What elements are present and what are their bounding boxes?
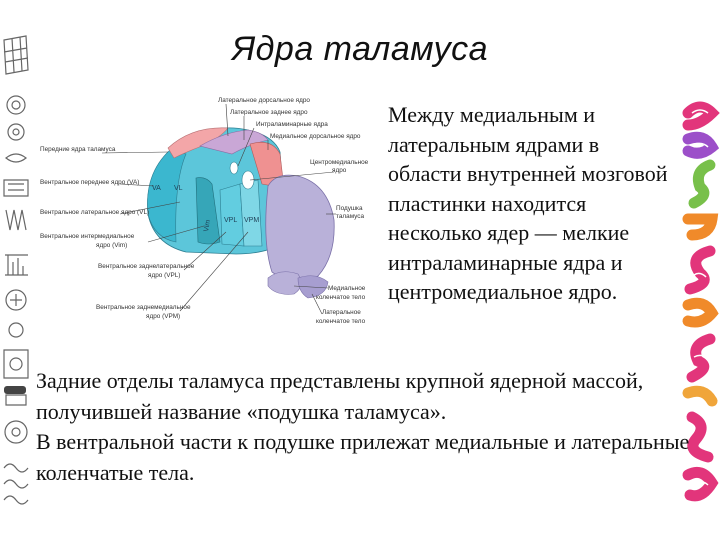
label-ventral-intermediate-line2: ядро (Vim) bbox=[96, 242, 127, 249]
paragraph-intralaminar: Между медиальным и латеральным ядрами в … bbox=[388, 102, 668, 304]
label-centromedian-line2: ядро bbox=[332, 167, 347, 174]
thalamus-nuclei-diagram: VA VL Vim VPL VPM Латеральное дорсальное… bbox=[40, 97, 369, 325]
paragraph-pulvinar-line2: В вентральной части к подушке прилежат м… bbox=[36, 429, 690, 485]
paragraph-pulvinar-line1: Задние отделы таламуса представлены круп… bbox=[36, 368, 644, 424]
left-doodle-decoration bbox=[3, 35, 29, 505]
dark-bar-icon bbox=[4, 386, 26, 394]
label-vpm-line1: Вентральное заднемедиальное bbox=[96, 304, 191, 311]
label-vim: Vim bbox=[203, 219, 212, 232]
label-intralaminar: Интраламинарные ядра bbox=[256, 121, 328, 128]
label-centromedian-line1: Центромедиальное bbox=[310, 159, 369, 166]
label-vpm: VPM bbox=[244, 217, 259, 224]
label-ventral-intermediate-line1: Вентральное интермедиальное bbox=[40, 233, 135, 240]
label-anterior: Передние ядра таламуса bbox=[40, 146, 116, 153]
nucleus-va-region bbox=[147, 149, 187, 243]
right-brain-decoration bbox=[682, 101, 720, 502]
label-vl: VL bbox=[174, 185, 183, 192]
label-vpl-line1: Вентральное заднелатеральное bbox=[98, 263, 195, 270]
label-vpl: VPL bbox=[224, 217, 237, 224]
label-vpm-line2: ядро (VPM) bbox=[146, 313, 180, 320]
pulvinar-region bbox=[265, 174, 335, 282]
label-lateral-geniculate-line2: коленчатое тело bbox=[316, 318, 366, 325]
label-vpl-line2: ядро (VPL) bbox=[148, 272, 180, 279]
nucleus-vpm-region bbox=[239, 179, 263, 247]
label-va: VA bbox=[152, 185, 161, 192]
label-ventral-lateral: Вентральное латеральное ядро (VL) bbox=[40, 209, 149, 216]
label-medial-geniculate-line2: коленчатое тело bbox=[316, 294, 366, 301]
label-medial-dorsal: Медиальное дорсальное ядро bbox=[270, 133, 361, 140]
label-pulvinar-line2: таламуса bbox=[336, 213, 364, 220]
nucleus-vim-region bbox=[195, 177, 221, 245]
intralaminar-nucleus-shape bbox=[229, 161, 239, 175]
label-lateral-dorsal: Латеральное дорсальное ядро bbox=[218, 97, 310, 104]
label-pulvinar-line1: Подушка bbox=[336, 205, 363, 212]
medial-geniculate-body bbox=[267, 271, 302, 295]
label-ventral-anterior: Вентральное переднее ядро (VA) bbox=[40, 179, 139, 186]
label-medial-geniculate-line1: Медиальное bbox=[328, 285, 366, 292]
centromedian-nucleus-shape bbox=[241, 170, 255, 190]
slide-title: Ядра таламуса bbox=[231, 30, 489, 68]
label-lateral-posterior: Латеральное заднее ядро bbox=[230, 109, 308, 116]
paragraph-pulvinar: Задние отделы таламуса представлены круп… bbox=[36, 366, 706, 488]
label-lateral-geniculate-line1: Латеральное bbox=[322, 309, 361, 316]
